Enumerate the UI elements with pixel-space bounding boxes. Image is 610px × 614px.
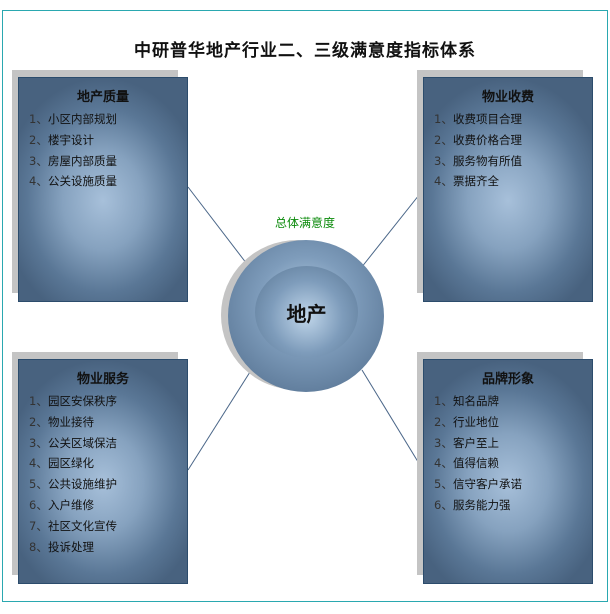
box-title: 品牌形象 — [481, 372, 534, 387]
list-item: 8、投诉处理 — [29, 537, 187, 558]
item-label: 园区绿化 — [48, 456, 94, 471]
item-number: 1、 — [434, 394, 453, 408]
item-label: 房屋内部质量 — [48, 153, 117, 168]
item-number: 3、 — [434, 435, 453, 450]
item-label: 值得信赖 — [453, 456, 499, 471]
list-item: 4、票据齐全 — [434, 171, 592, 192]
list-item: 3、客户至上 — [434, 433, 592, 454]
item-number: 4、 — [434, 174, 453, 189]
item-label: 信守客户承诺 — [453, 477, 522, 492]
box-title: 物业收费 — [481, 90, 534, 105]
list-item: 1、小区内部规划 — [29, 109, 187, 130]
list-item: 7、社区文化宣传 — [29, 516, 187, 537]
center-circle-core: 地产 — [255, 266, 358, 358]
list-item: 2、物业接待 — [29, 412, 187, 433]
item-number: 6、 — [434, 497, 453, 512]
list-item: 4、值得信赖 — [434, 453, 592, 474]
item-number: 1、 — [29, 394, 48, 408]
list-item: 4、园区绿化 — [29, 453, 187, 474]
item-label: 服务能力强 — [453, 497, 511, 512]
diagram-title: 中研普华地产行业二、三级满意度指标体系 — [134, 41, 476, 61]
item-number: 8、 — [29, 539, 48, 554]
diagram-frame — [2, 10, 608, 602]
item-label: 公关区域保洁 — [48, 435, 117, 450]
connector-top-left — [187, 186, 251, 269]
item-number: 4、 — [29, 174, 48, 189]
item-label: 楼宇设计 — [48, 132, 94, 147]
item-label: 票据齐全 — [453, 174, 499, 189]
list-item: 2、楼宇设计 — [29, 130, 187, 151]
item-label: 收费价格合理 — [453, 132, 522, 147]
item-number: 6、 — [29, 497, 48, 512]
item-label: 公关设施质量 — [48, 174, 117, 189]
item-label: 园区安保秩序 — [48, 394, 117, 408]
list-item: 5、信守客户承诺 — [434, 474, 592, 495]
list-item: 6、入户维修 — [29, 495, 187, 516]
item-number: 1、 — [434, 112, 453, 126]
item-number: 2、 — [29, 414, 48, 429]
item-number: 2、 — [434, 132, 453, 147]
item-number: 5、 — [29, 477, 48, 492]
list-item: 1、知名品牌 — [434, 391, 592, 412]
list-item: 5、公共设施维护 — [29, 474, 187, 495]
list-item: 2、行业地位 — [434, 412, 592, 433]
item-number: 5、 — [434, 477, 453, 492]
item-label: 客户至上 — [453, 435, 499, 450]
list-item: 3、服务物有所值 — [434, 151, 592, 172]
list-item: 3、公关区域保洁 — [29, 433, 187, 454]
item-label: 知名品牌 — [453, 394, 499, 408]
overall-satisfaction-label: 总体满意度 — [274, 216, 335, 230]
connector-bottom-right — [361, 369, 424, 471]
connector-bottom-left — [187, 371, 251, 471]
list-item: 3、房屋内部质量 — [29, 151, 187, 172]
item-number: 4、 — [434, 456, 453, 471]
item-label: 社区文化宣传 — [48, 518, 117, 533]
list-item: 1、收费项目合理 — [434, 109, 592, 130]
item-number: 1、 — [29, 112, 48, 126]
item-label: 公共设施维护 — [48, 477, 117, 492]
list-item: 2、收费价格合理 — [434, 130, 592, 151]
list-item: 4、公关设施质量 — [29, 171, 187, 192]
item-number: 3、 — [29, 435, 48, 450]
box-title: 地产质量 — [76, 90, 129, 105]
item-number: 2、 — [29, 132, 48, 147]
item-label: 投诉处理 — [48, 539, 94, 554]
box-title: 物业服务 — [76, 372, 129, 387]
item-label: 入户维修 — [48, 497, 94, 512]
item-label: 物业接待 — [48, 414, 94, 429]
connector-top-right — [360, 189, 424, 269]
item-number: 3、 — [434, 153, 453, 168]
item-label: 服务物有所值 — [453, 153, 522, 168]
item-label: 小区内部规划 — [48, 112, 117, 126]
item-number: 4、 — [29, 456, 48, 471]
item-number: 7、 — [29, 518, 48, 533]
item-label: 行业地位 — [453, 414, 499, 429]
item-number: 3、 — [29, 153, 48, 168]
item-label: 收费项目合理 — [453, 112, 522, 126]
item-number: 2、 — [434, 414, 453, 429]
list-item: 1、园区安保秩序 — [29, 391, 187, 412]
list-item: 6、服务能力强 — [434, 495, 592, 516]
